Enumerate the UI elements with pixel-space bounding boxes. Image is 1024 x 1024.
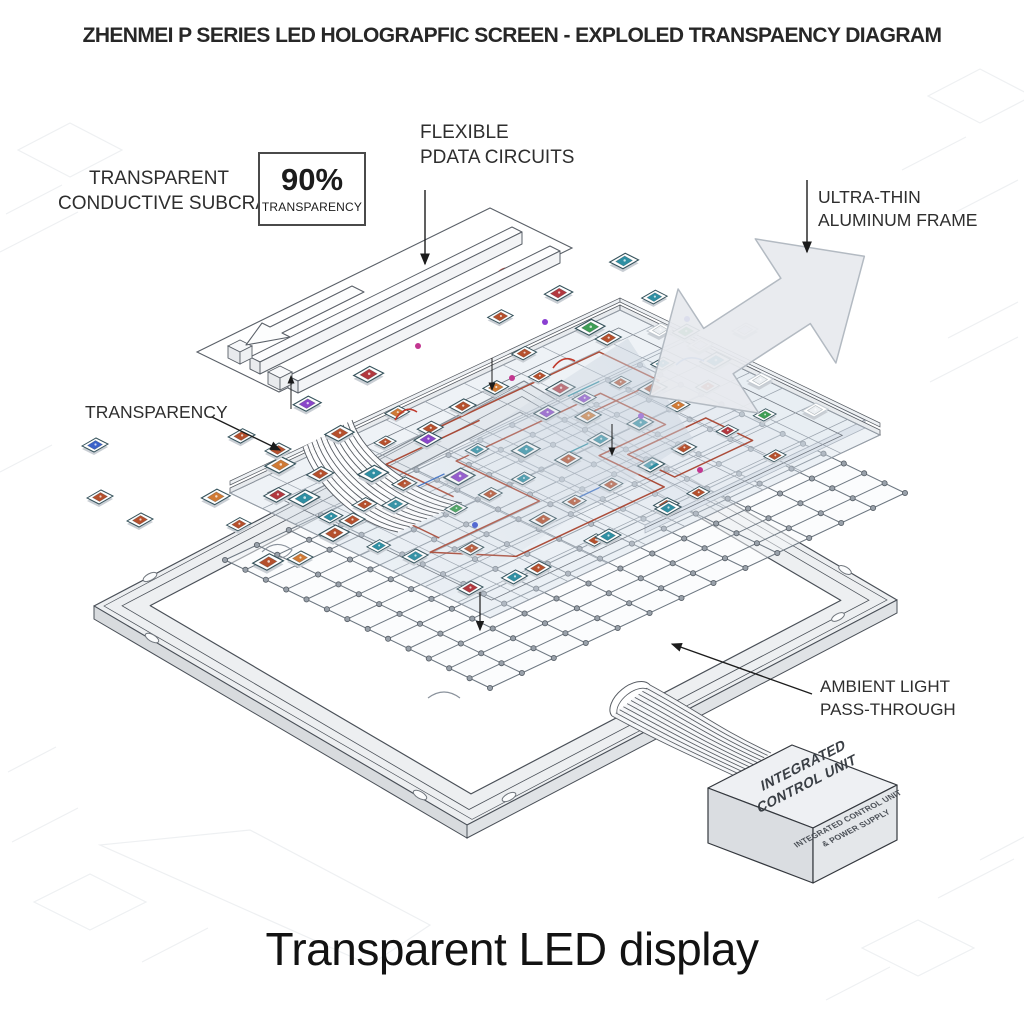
led-chip	[510, 345, 538, 363]
end-cube	[266, 365, 294, 391]
end-cube	[226, 339, 254, 365]
led-chip	[292, 395, 323, 415]
led-chip	[285, 550, 315, 568]
label-aluminum-line1: ULTRA-THIN	[818, 187, 921, 207]
led-chip	[593, 528, 623, 546]
direction-arrow-outline	[245, 285, 365, 346]
label-ambient-line2: PASS-THROUGH	[820, 700, 956, 720]
led-chip	[640, 289, 669, 307]
label-aluminum-frame: ULTRA-THIN ALUMINUM FRAME	[818, 186, 977, 232]
transparency-badge-value: 90%	[280, 162, 344, 198]
led-chip	[251, 553, 285, 574]
wire-curl	[427, 691, 461, 699]
label-flex-line1: FLEXIBLE	[420, 122, 509, 143]
led-chip	[762, 449, 787, 465]
led-chip	[685, 486, 711, 502]
substrate-layer	[195, 207, 574, 394]
screw-hole	[144, 632, 160, 644]
led-chip	[594, 330, 623, 349]
label-transparency: TRANSPARENCY	[85, 402, 228, 422]
screw-hole	[501, 791, 517, 803]
ribbon-cable-control	[609, 680, 772, 778]
transparency-leader	[211, 416, 282, 451]
led-chip	[715, 424, 740, 440]
leader-lines	[211, 180, 813, 695]
transparency-badge-caption: TRANSPARENCY	[261, 199, 363, 214]
led-chip	[500, 569, 529, 587]
led-chip	[317, 524, 351, 545]
screw-hole	[838, 565, 852, 575]
label-substrate-line2: CONDUCTIVE SUBCRATE	[58, 193, 291, 215]
substrate-bar	[287, 245, 561, 394]
led-chip	[287, 489, 321, 511]
caption: Transparent LED display	[265, 923, 759, 975]
label-aluminum-line2: ALUMINUM FRAME	[818, 210, 978, 231]
transparency-badge: 90% TRANSPARENCY	[258, 152, 366, 226]
led-chip	[745, 372, 775, 390]
label-flex-circuits: FLEXIBLE PDATA CIRCUITS	[420, 121, 574, 170]
diagram-title: ZHENMEI P SERIES LED HOLOGRAPFIC SCREEN …	[82, 24, 942, 47]
led-chip	[125, 512, 155, 530]
double-arrow-icon	[648, 238, 866, 414]
screw-hole	[831, 612, 845, 622]
led-chip	[574, 318, 607, 339]
led-chip	[486, 309, 515, 327]
screw-holes	[142, 565, 852, 803]
led-chip	[305, 465, 335, 485]
led-chip	[543, 284, 574, 304]
substrate-plane	[195, 207, 574, 393]
led-chip	[323, 424, 356, 445]
led-chip	[372, 435, 398, 451]
led-chip	[263, 456, 297, 477]
led-chip	[80, 437, 110, 455]
control-unit-box	[707, 744, 898, 884]
led-chip	[200, 488, 232, 508]
led-chip	[85, 489, 115, 507]
led-chip	[351, 497, 379, 515]
label-ambient-light: AMBIENT LIGHT PASS-THROUGH	[820, 675, 956, 722]
ambient-light-leader	[670, 642, 813, 695]
led-chip	[527, 369, 552, 385]
control-box-right	[812, 784, 898, 884]
label-flex-line2: PDATA CIRCUITS	[420, 146, 575, 168]
led-chip	[608, 252, 640, 273]
background-pattern	[0, 68, 1024, 1001]
led-chip	[356, 464, 390, 486]
led-chip	[412, 431, 443, 450]
led-chip	[523, 560, 553, 578]
led-chip	[448, 398, 478, 417]
led-chip	[262, 486, 293, 506]
led-chip	[800, 402, 830, 420]
expansion-arrow-group	[351, 238, 866, 619]
led-chip	[225, 517, 253, 534]
led-chip	[317, 509, 344, 526]
led-chip	[653, 500, 683, 518]
label-substrate-line1: TRANSPARENT	[88, 168, 230, 189]
label-ambient-line1: AMBIENT LIGHT	[820, 677, 951, 696]
screw-hole	[142, 571, 158, 583]
led-chip	[752, 408, 778, 424]
substrate-bar	[249, 226, 523, 375]
led-chip	[352, 365, 385, 386]
label-substrate: TRANSPARENT CONDUCTIVE SUBCRATE	[58, 166, 291, 216]
light-beam	[351, 338, 694, 619]
screw-hole	[412, 789, 428, 801]
